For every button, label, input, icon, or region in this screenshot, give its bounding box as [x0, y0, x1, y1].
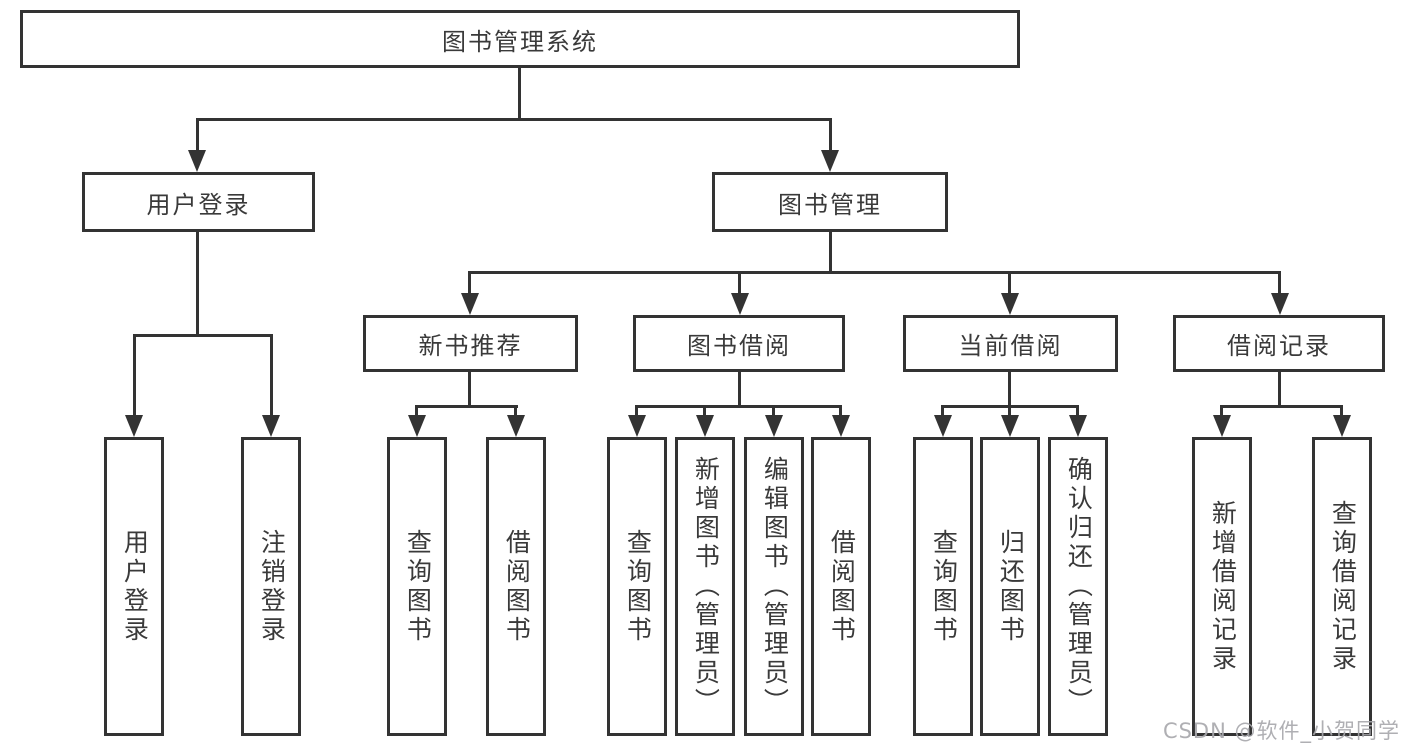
connector-line: [415, 405, 418, 419]
node-new-book-recommend-label: 新书推荐: [418, 332, 523, 360]
connector-line: [635, 405, 638, 419]
connector-line: [415, 405, 518, 408]
arrow-down-icon: [507, 415, 525, 437]
arrow-down-icon: [1001, 293, 1019, 315]
node-query-books-recommend: 查询图书: [387, 437, 447, 736]
node-book-management-label: 图书管理: [778, 190, 882, 219]
node-book-borrowing-label: 图书借阅: [687, 332, 791, 360]
node-add-borrow-record-label: 新增借阅记录: [1208, 499, 1238, 674]
node-borrow-books-borrowing-label: 借阅图书: [827, 528, 857, 645]
arrow-down-icon: [125, 415, 143, 437]
node-query-books-borrowing-label: 查询图书: [623, 528, 653, 645]
arrow-down-icon: [934, 415, 952, 437]
connector-line: [1278, 271, 1281, 297]
node-user-login-leaf: 用户登录: [104, 437, 164, 736]
connector-line: [468, 372, 471, 408]
connector-line: [829, 118, 832, 154]
node-query-borrow-record-label: 查询借阅记录: [1328, 499, 1358, 674]
node-query-books-current: 查询图书: [913, 437, 973, 736]
watermark-text: CSDN @软件_小贺同学: [1162, 719, 1400, 743]
node-borrowing-records: 借阅记录: [1173, 315, 1385, 372]
arrow-down-icon: [188, 150, 206, 172]
connector-line: [738, 372, 741, 408]
connector-line: [196, 118, 832, 121]
arrow-down-icon: [821, 150, 839, 172]
node-logout: 注销登录: [241, 437, 301, 736]
connector-line: [468, 271, 471, 297]
connector-line: [1008, 405, 1011, 419]
node-query-books-recommend-label: 查询图书: [403, 528, 433, 645]
connector-line: [514, 405, 517, 419]
arrow-down-icon: [262, 415, 280, 437]
node-new-book-recommend: 新书推荐: [363, 315, 578, 372]
node-root: 图书管理系统: [20, 10, 1020, 68]
node-current-borrowing-label: 当前借阅: [958, 332, 1063, 360]
node-query-books-borrowing: 查询图书: [607, 437, 667, 736]
arrow-down-icon: [832, 415, 850, 437]
node-add-books-admin-label: 新增图书（管理员）: [691, 456, 721, 717]
connector-line: [635, 405, 842, 408]
connector-line: [1008, 372, 1011, 408]
arrow-down-icon: [765, 415, 783, 437]
connector-line: [941, 405, 944, 419]
node-borrow-books-recommend: 借阅图书: [486, 437, 546, 736]
arrow-down-icon: [696, 415, 714, 437]
connector-line: [1340, 405, 1343, 419]
connector-line: [1220, 405, 1343, 408]
connector-line: [772, 405, 775, 419]
node-current-borrowing: 当前借阅: [903, 315, 1118, 372]
node-query-borrow-record: 查询借阅记录: [1312, 437, 1372, 736]
connector-line: [839, 405, 842, 419]
connector-line: [196, 118, 199, 154]
connector-line: [518, 68, 521, 118]
connector-line: [703, 405, 706, 419]
node-edit-books-admin-label: 编辑图书（管理员）: [760, 456, 790, 717]
connector-line: [196, 232, 199, 336]
node-add-borrow-record: 新增借阅记录: [1192, 437, 1252, 736]
node-query-books-current-label: 查询图书: [929, 528, 959, 645]
connector-line: [270, 334, 273, 417]
connector-line: [468, 271, 1281, 274]
connector-line: [133, 334, 136, 417]
node-user-login-leaf-label: 用户登录: [120, 528, 150, 645]
arrow-down-icon: [408, 415, 426, 437]
node-book-management: 图书管理: [712, 172, 948, 232]
arrow-down-icon: [1001, 415, 1019, 437]
node-user-login-label: 用户登录: [146, 190, 251, 219]
arrow-down-icon: [731, 293, 749, 315]
node-confirm-return-admin-label: 确认归还（管理员）: [1064, 456, 1094, 717]
node-book-borrowing: 图书借阅: [633, 315, 845, 372]
arrow-down-icon: [1213, 415, 1231, 437]
node-return-books: 归还图书: [980, 437, 1040, 736]
arrow-down-icon: [628, 415, 646, 437]
node-confirm-return-admin: 确认归还（管理员）: [1048, 437, 1108, 736]
connector-line: [738, 271, 741, 297]
node-logout-label: 注销登录: [257, 528, 287, 645]
node-root-label: 图书管理系统: [442, 27, 598, 56]
node-user-login: 用户登录: [82, 172, 315, 232]
connector-line: [133, 334, 273, 337]
connector-line: [1076, 405, 1079, 419]
arrow-down-icon: [1271, 293, 1289, 315]
node-borrow-books-recommend-label: 借阅图书: [502, 528, 532, 645]
node-return-books-label: 归还图书: [996, 528, 1026, 645]
connector-line: [829, 232, 832, 274]
node-borrowing-records-label: 借阅记录: [1227, 332, 1331, 360]
arrow-down-icon: [1333, 415, 1351, 437]
connector-line: [1220, 405, 1223, 419]
node-borrow-books-borrowing: 借阅图书: [811, 437, 871, 736]
connector-line: [1278, 372, 1281, 408]
node-add-books-admin: 新增图书（管理员）: [675, 437, 735, 736]
node-edit-books-admin: 编辑图书（管理员）: [744, 437, 804, 736]
arrow-down-icon: [1069, 415, 1087, 437]
arrow-down-icon: [461, 293, 479, 315]
connector-line: [1008, 271, 1011, 297]
